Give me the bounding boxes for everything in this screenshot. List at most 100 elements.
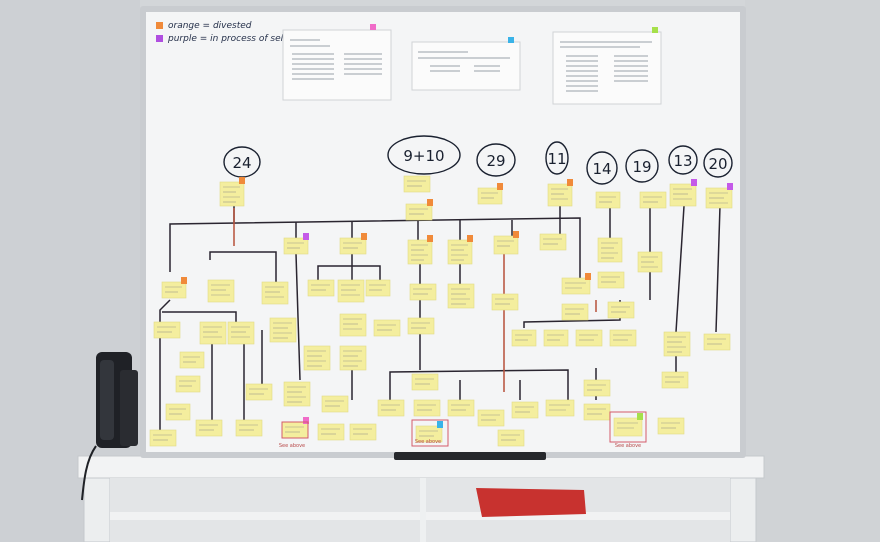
group-label-14: 14 [592,160,611,178]
status-tag [585,273,591,280]
sticky-note [705,183,733,209]
group-label-13: 13 [673,152,692,170]
status-tag [427,199,433,206]
status-tag [437,421,443,428]
sticky-note [477,409,505,427]
wall-shadow-left [0,0,140,542]
status-tag [361,233,367,240]
sticky-note [365,279,391,297]
sticky-note [561,303,589,321]
legend: orange = divested purple = in process of… [156,21,300,44]
sticky-note [447,399,475,417]
group-label-29: 29 [486,152,505,170]
group-circle [625,149,659,183]
sticky-note [539,233,567,251]
legend-orange-swatch [156,22,163,29]
sticky-note [269,317,297,343]
sticky-note [179,351,205,369]
sticky-note [303,345,331,371]
status-tag [567,179,573,186]
sticky-note [175,375,201,393]
sticky-note [407,235,433,265]
status-tag [691,179,697,186]
legend-orange-text: orange = divested [168,21,252,31]
status-tag [181,277,187,284]
sticky-note [283,381,311,407]
sticky-note [447,283,475,309]
sticky-note [637,251,663,273]
sticky-note [595,191,621,209]
sticky-note [195,419,223,437]
printed-sheets [282,24,662,105]
sticky-note [373,319,401,337]
group-circle [476,143,516,177]
see-above-annotations: See above See above See above [279,411,647,449]
sticky-note [657,417,685,435]
sticky-note [207,279,235,303]
sticky-note [411,373,439,391]
sticky-note [597,271,625,289]
sticky-note [321,395,349,413]
sticky-note [583,403,611,421]
sticky-note [199,321,227,345]
see-above-note: See above [279,443,305,449]
connector-lines [159,200,721,434]
sticky-note [639,191,667,209]
sticky-note [317,423,345,441]
sticky-note [407,317,435,335]
printed-sheet [552,27,662,105]
sticky-note [283,233,309,255]
sticky-note [415,421,443,443]
legend-purple-swatch [156,35,163,42]
status-tag [303,233,309,240]
sticky-note [703,333,731,351]
group-circle [387,135,461,175]
sticky-note [403,175,431,193]
group-circle [586,151,618,185]
wall-shadow-right [745,0,880,542]
sticky-note [669,179,697,207]
sticky-note [477,183,503,205]
see-above-note: See above [615,443,641,449]
phone-icon [81,352,138,501]
sticky-note [377,399,405,417]
sticky-note [497,429,525,447]
sticky-note [245,383,273,401]
sticky-note [547,179,573,207]
status-tag [427,235,433,242]
sticky-note [235,419,263,437]
sticky-note [165,403,191,421]
sticky-note [543,329,569,347]
status-tag [239,177,245,184]
status-tag [497,183,503,190]
sticky-note [493,231,519,255]
sticky-note [597,237,623,263]
sticky-note [575,329,603,347]
group-label-24: 24 [232,154,251,172]
see-above-note: See above [415,439,441,445]
printed-sheet [282,24,392,101]
group-label-19: 19 [632,158,651,176]
sticky-note [339,233,367,255]
sticky-note [609,329,637,347]
cabinet [77,455,765,542]
sticky-note [261,281,289,305]
red-booklet [476,488,586,517]
sticky-note [447,235,473,265]
sticky-note [561,273,591,295]
group-circle [545,141,569,175]
sticky-note [219,177,245,207]
sticky-note [405,199,433,221]
sticky-note [153,321,181,339]
printed-sheet [411,37,521,91]
group-label-9-10: 9+10 [403,147,444,165]
sticky-note [607,301,635,319]
sticky-note [511,401,539,419]
sticky-note [227,321,255,345]
sticky-note [663,331,691,357]
sticky-note [339,313,367,337]
sticky-note [307,279,335,297]
status-tag [303,417,309,424]
sticky-note [661,371,689,389]
status-tag [637,413,643,420]
